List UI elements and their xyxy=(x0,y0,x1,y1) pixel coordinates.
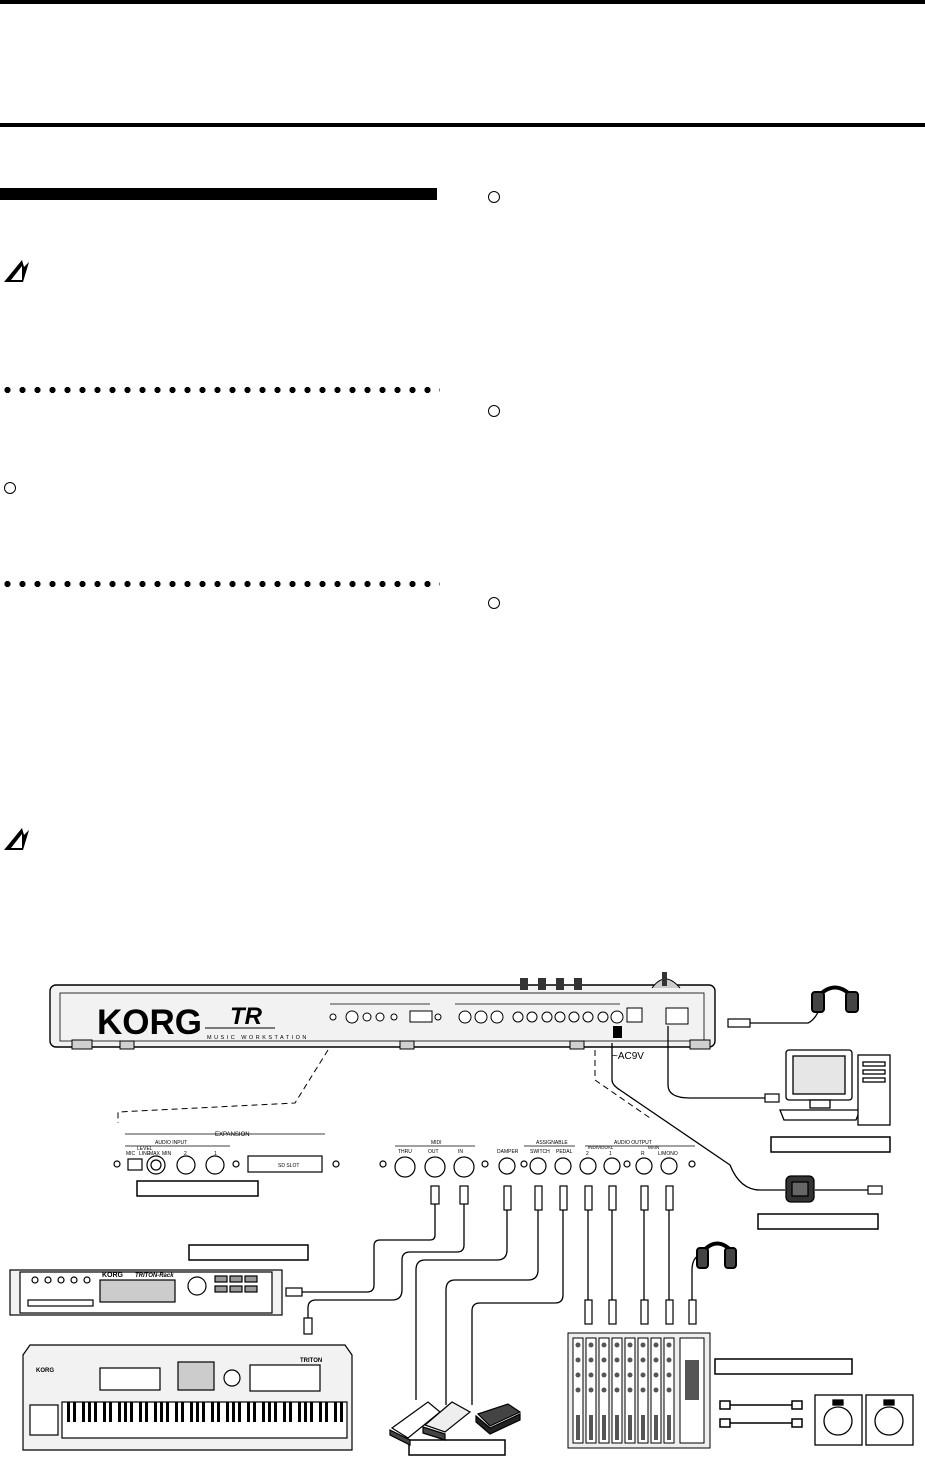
label-box xyxy=(188,1244,309,1261)
label-box xyxy=(757,1213,879,1230)
tr-model-logo: TR xyxy=(230,1003,263,1030)
audio-output-header: AUDIO OUTPUT xyxy=(614,1140,652,1146)
main-label: MAIN xyxy=(648,1145,659,1150)
keyboard-rear-panel: KORG TR MUSIC WORKSTATION ~AC9V xyxy=(49,972,716,1062)
line-label: LINE xyxy=(139,1151,151,1157)
rack-model-logo: TRITON-Rack xyxy=(135,1273,174,1279)
audio-input-label: AUDIO INPUT xyxy=(155,1140,187,1146)
korg-logo: KORG xyxy=(97,1003,202,1042)
switch-label: SWITCH xyxy=(530,1149,550,1155)
synth-keyboard-icon: KORG TRITON xyxy=(22,1344,353,1451)
label-box xyxy=(714,1358,853,1375)
out-r-label: R xyxy=(641,1151,645,1157)
top-rule xyxy=(0,0,925,4)
keyboard-brand-logo: KORG xyxy=(36,1368,54,1374)
out-2-label: 2 xyxy=(586,1151,589,1157)
pedals-icon xyxy=(389,1401,522,1446)
section-heading-bar xyxy=(0,188,437,200)
midi-in-label: IN xyxy=(458,1149,463,1155)
enlarged-jack-panel: EXPANSION AUDIO INPUT LEVEL MIC LINE MAX… xyxy=(113,1132,696,1178)
warning-icon xyxy=(4,828,29,850)
rack-brand-logo: KORG xyxy=(102,1272,124,1279)
headphones-icon xyxy=(811,985,859,1013)
header-rule xyxy=(0,123,925,127)
headphones-icon xyxy=(696,1241,737,1269)
sd-slot-label: SD SLOT xyxy=(278,1163,299,1169)
model-tagline: MUSIC WORKSTATION xyxy=(207,1035,309,1041)
item-marker-circle xyxy=(488,597,500,609)
midi-header: MIDI xyxy=(431,1140,442,1146)
computer-icon xyxy=(779,1049,891,1126)
input-1-label: 1 xyxy=(214,1151,217,1157)
out-1-label: 1 xyxy=(609,1151,612,1157)
level-label: LEVEL xyxy=(137,1146,153,1152)
max-label: MAX xyxy=(149,1151,161,1157)
connection-diagram: KORG TR MUSIC WORKSTATION ~AC9V EXPANSIO… xyxy=(9,972,914,1456)
assignable-header: ASSIGNABLE xyxy=(536,1140,568,1146)
warning-icon xyxy=(4,260,29,282)
pedal-label: PEDAL xyxy=(556,1149,573,1155)
keyboard-model-logo: TRITON xyxy=(300,1358,322,1364)
power-label: ~AC9V xyxy=(612,1051,644,1062)
midi-thru-label: THRU xyxy=(398,1149,412,1155)
damper-label: DAMPER xyxy=(497,1149,519,1155)
ac-adapter-icon xyxy=(785,1175,815,1203)
dotted-divider xyxy=(0,580,440,588)
label-box xyxy=(408,1439,506,1456)
rack-module-icon: KORG TRITON-Rack xyxy=(9,1269,283,1316)
midi-out-label: OUT xyxy=(428,1149,439,1155)
min-label: MIN xyxy=(162,1151,172,1157)
item-marker-circle xyxy=(4,482,16,494)
label-box xyxy=(136,1180,259,1197)
expansion-header: EXPANSION xyxy=(215,1132,250,1138)
audio-cables-icon xyxy=(719,1400,803,1428)
item-marker-circle xyxy=(488,191,500,203)
mic-label: MIC xyxy=(126,1151,136,1157)
item-marker-circle xyxy=(488,405,500,417)
dotted-divider xyxy=(0,386,440,394)
input-2-label: 2 xyxy=(184,1151,187,1157)
label-box xyxy=(770,1136,891,1153)
individual-label: INDIVIDUAL xyxy=(588,1145,614,1150)
out-lmono-label: L/MONO xyxy=(658,1151,678,1157)
speaker-icon xyxy=(814,1394,914,1446)
mixer-icon xyxy=(567,1332,711,1449)
